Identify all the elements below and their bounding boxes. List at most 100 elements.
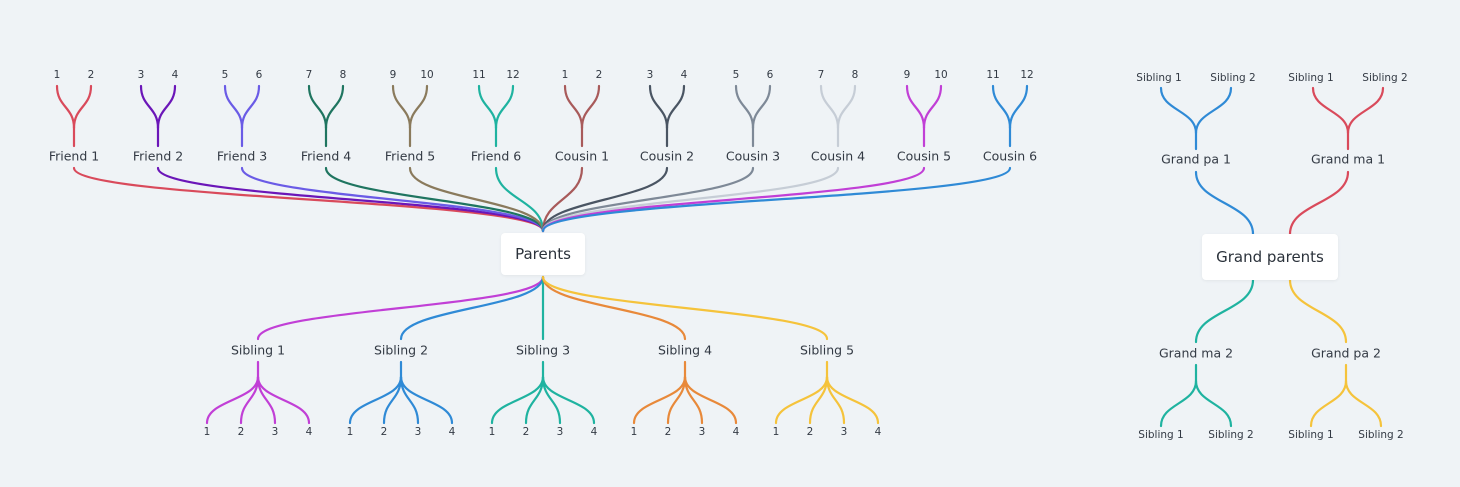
leaf-label[interactable]: Sibling 2 — [1208, 429, 1254, 441]
leaf-label[interactable]: 8 — [339, 69, 347, 81]
leaf-label[interactable]: 3 — [840, 426, 848, 438]
branch-label[interactable]: Sibling 4 — [657, 342, 713, 358]
leaf-label[interactable]: 2 — [806, 426, 814, 438]
connector-line — [580, 84, 601, 130]
branch-label[interactable]: Grand ma 1 — [1310, 151, 1386, 167]
root-node-grandparents[interactable]: Grand parents — [1202, 234, 1338, 280]
leaf-label[interactable]: 1 — [53, 69, 61, 81]
leaf-label[interactable]: 1 — [561, 69, 569, 81]
branch-label[interactable]: Cousin 6 — [982, 148, 1038, 164]
leaf-label[interactable]: 3 — [556, 426, 564, 438]
leaf-label[interactable]: 6 — [766, 69, 774, 81]
leaf-label[interactable]: Sibling 2 — [1362, 72, 1408, 84]
connector-line — [1008, 84, 1029, 130]
leaf-label[interactable]: 3 — [414, 426, 422, 438]
leaf-label[interactable]: 10 — [420, 69, 434, 81]
connector-line — [494, 166, 545, 233]
connector-line — [1309, 379, 1348, 428]
branch-label[interactable]: Grand pa 2 — [1311, 345, 1381, 361]
leaf-label[interactable]: 9 — [389, 69, 397, 81]
branch-label[interactable]: Cousin 1 — [554, 148, 610, 164]
branch-label[interactable]: Friend 2 — [132, 148, 184, 164]
leaf-label[interactable]: 11 — [986, 69, 1000, 81]
leaf-label[interactable]: 12 — [506, 69, 520, 81]
leaf-label[interactable]: Sibling 1 — [1288, 429, 1334, 441]
leaf-label[interactable]: 1 — [203, 426, 211, 438]
leaf-label[interactable]: 7 — [817, 69, 825, 81]
leaf-label[interactable]: Sibling 2 — [1210, 72, 1256, 84]
connector-line — [734, 84, 755, 130]
leaf-label[interactable]: 4 — [680, 69, 688, 81]
leaf-label[interactable]: 1 — [346, 426, 354, 438]
connector-line — [223, 84, 244, 130]
leaf-label[interactable]: 8 — [851, 69, 859, 81]
branch-label[interactable]: Cousin 5 — [896, 148, 952, 164]
branch-label[interactable]: Friend 5 — [384, 148, 436, 164]
leaf-label[interactable]: 4 — [171, 69, 179, 81]
leaf-label[interactable]: Sibling 1 — [1138, 429, 1184, 441]
branch-label[interactable]: Cousin 2 — [639, 148, 695, 164]
connector-line — [648, 84, 669, 130]
connector-line — [1194, 379, 1233, 428]
leaf-label[interactable]: 1 — [630, 426, 638, 438]
connector-line — [391, 84, 412, 130]
leaf-label[interactable]: 4 — [874, 426, 882, 438]
connector-line — [72, 84, 93, 130]
branch-label[interactable]: Grand pa 1 — [1161, 151, 1231, 167]
connector-line — [541, 166, 669, 233]
branch-label[interactable]: Friend 1 — [48, 148, 100, 164]
leaf-label[interactable]: 2 — [664, 426, 672, 438]
connector-line — [541, 166, 755, 233]
connector-line — [541, 166, 926, 233]
leaf-label[interactable]: 6 — [255, 69, 263, 81]
leaf-label[interactable]: Sibling 1 — [1136, 72, 1182, 84]
leaf-label[interactable]: 7 — [305, 69, 313, 81]
leaf-label[interactable]: 9 — [903, 69, 911, 81]
leaf-label[interactable]: 2 — [522, 426, 530, 438]
connector-line — [825, 375, 880, 425]
branch-label[interactable]: Sibling 1 — [230, 342, 286, 358]
branch-label[interactable]: Friend 4 — [300, 148, 352, 164]
connector-line — [751, 84, 772, 130]
connector-line — [156, 84, 177, 130]
leaf-label[interactable]: Sibling 1 — [1288, 72, 1334, 84]
leaf-label[interactable]: 4 — [732, 426, 740, 438]
branch-label[interactable]: Friend 6 — [470, 148, 522, 164]
connector-line — [819, 84, 840, 130]
branch-label[interactable]: Cousin 3 — [725, 148, 781, 164]
leaf-label[interactable]: 5 — [221, 69, 229, 81]
leaf-label[interactable]: 1 — [772, 426, 780, 438]
leaf-label[interactable]: Sibling 2 — [1358, 429, 1404, 441]
connector-line — [240, 166, 545, 233]
leaf-label[interactable]: 12 — [1020, 69, 1034, 81]
leaf-label[interactable]: 4 — [590, 426, 598, 438]
branch-label[interactable]: Cousin 4 — [810, 148, 866, 164]
root-node-parents[interactable]: Parents — [501, 233, 585, 275]
branch-label[interactable]: Grand ma 2 — [1158, 345, 1234, 361]
leaf-label[interactable]: 3 — [698, 426, 706, 438]
branch-label[interactable]: Sibling 3 — [515, 342, 571, 358]
connector-line — [1159, 86, 1198, 135]
leaf-label[interactable]: 4 — [448, 426, 456, 438]
leaf-label[interactable]: 5 — [732, 69, 740, 81]
connector-lines — [55, 84, 1385, 428]
leaf-label[interactable]: 10 — [934, 69, 948, 81]
leaf-label[interactable]: 1 — [488, 426, 496, 438]
leaf-label[interactable]: 3 — [271, 426, 279, 438]
leaf-label[interactable]: 2 — [87, 69, 95, 81]
connector-line — [256, 375, 311, 425]
branch-label[interactable]: Friend 3 — [216, 148, 268, 164]
connector-line — [399, 375, 454, 425]
branch-label[interactable]: Sibling 5 — [799, 342, 855, 358]
branch-label[interactable]: Sibling 2 — [373, 342, 429, 358]
leaf-label[interactable]: 11 — [472, 69, 486, 81]
leaf-label[interactable]: 2 — [237, 426, 245, 438]
connector-line — [1288, 170, 1350, 236]
leaf-label[interactable]: 3 — [137, 69, 145, 81]
connector-line — [541, 166, 1012, 233]
leaf-label[interactable]: 2 — [380, 426, 388, 438]
leaf-label[interactable]: 2 — [595, 69, 603, 81]
leaf-label[interactable]: 4 — [305, 426, 313, 438]
leaf-label[interactable]: 3 — [646, 69, 654, 81]
connector-line — [905, 84, 926, 130]
